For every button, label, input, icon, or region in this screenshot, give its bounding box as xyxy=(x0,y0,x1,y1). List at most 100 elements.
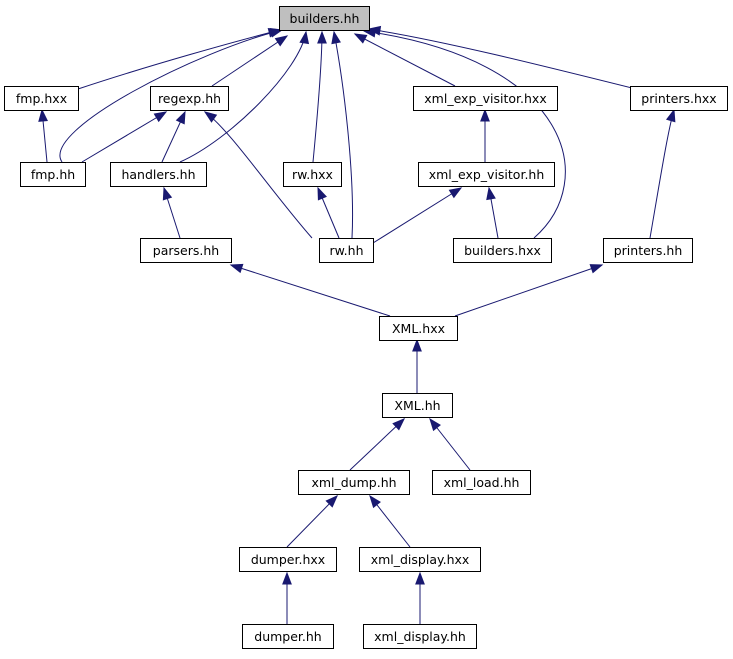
node-builders-hxx[interactable]: builders.hxx xyxy=(453,238,552,263)
node-box xyxy=(359,547,481,572)
edge-xml_exp_visitor_hxx-to-builders_hh xyxy=(353,33,456,87)
node-handlers-hh[interactable]: handlers.hh xyxy=(110,162,207,187)
node-xml-hxx[interactable]: XML.hxx xyxy=(379,316,458,341)
node-rw-hh[interactable]: rw.hh xyxy=(319,238,374,263)
node-dumper-hxx[interactable]: dumper.hxx xyxy=(239,547,337,572)
node-builders-hh[interactable]: builders.hh xyxy=(279,6,370,31)
arrowhead xyxy=(589,264,604,274)
edge-rw_hh-to-rw_hxx xyxy=(317,186,340,239)
node-xml-display-hh[interactable]: xml_display.hh xyxy=(363,624,477,649)
node-xml-dump-hh[interactable]: xml_dump.hh xyxy=(298,470,410,495)
arrowhead xyxy=(353,33,368,44)
edge-xml_dump_hh-to-XML_hh xyxy=(349,418,406,471)
node-xml-exp-visitor-hxx[interactable]: xml_exp_visitor.hxx xyxy=(413,86,558,111)
edge-fmp_hh-to-fmp_hxx xyxy=(38,108,48,163)
arrowhead xyxy=(369,494,381,509)
node-xml-display-hxx[interactable]: xml_display.hxx xyxy=(359,547,481,572)
node-fmp-hxx[interactable]: fmp.hxx xyxy=(4,86,79,111)
node-box xyxy=(239,547,337,572)
edge-XML_hxx-to-printers_hh xyxy=(454,264,604,317)
edge-line xyxy=(372,187,462,244)
arrowhead xyxy=(448,187,463,199)
node-label: dumper.hh xyxy=(254,629,321,644)
edge-XML_hh-to-XML_hxx xyxy=(412,338,422,393)
node-fmp-hh[interactable]: fmp.hh xyxy=(20,162,86,187)
node-label: xml_display.hh xyxy=(374,629,466,644)
node-dumper-hh[interactable]: dumper.hh xyxy=(242,624,334,649)
node-box xyxy=(283,162,342,187)
edge-xml_load_hh-to-XML_hh xyxy=(429,417,471,471)
node-label: handlers.hh xyxy=(121,167,195,182)
edge-line xyxy=(230,264,391,317)
edge-handlers_hh-to-regexp_hh xyxy=(161,110,186,163)
arrowhead xyxy=(175,110,186,125)
edge-rw_hh-to-xml_exp_visitor_hh xyxy=(372,187,463,244)
node-box xyxy=(413,86,558,111)
node-label: XML.hh xyxy=(394,398,440,413)
arrowhead xyxy=(325,494,338,508)
node-xml-exp-visitor-hh[interactable]: xml_exp_visitor.hh xyxy=(418,162,555,187)
node-xml-load-hh[interactable]: xml_load.hh xyxy=(432,470,531,495)
node-rw-hxx[interactable]: rw.hxx xyxy=(283,162,342,187)
node-xml-hh[interactable]: XML.hh xyxy=(382,393,453,418)
edge-line xyxy=(454,264,603,317)
node-label: printers.hh xyxy=(614,243,683,258)
arrowhead xyxy=(331,30,341,45)
arrowhead xyxy=(203,111,218,123)
node-label: builders.hh xyxy=(290,11,360,26)
node-box xyxy=(242,624,334,649)
node-box xyxy=(298,470,410,495)
node-box xyxy=(363,624,477,649)
node-box xyxy=(140,238,232,263)
node-box xyxy=(319,238,374,263)
edge-line xyxy=(649,109,675,239)
edge-line xyxy=(354,33,456,87)
arrowhead xyxy=(38,108,48,122)
edge-fmp_hh-to-regexp_hh xyxy=(81,111,168,163)
edge-printers_hh-to-printers_hxx xyxy=(649,108,676,239)
edge-XML_hxx-to-parsers_hh xyxy=(229,263,391,317)
edge-line xyxy=(77,29,281,90)
edge-dumper_hxx-to-xml_dump_hh xyxy=(286,494,338,548)
arrowhead xyxy=(274,35,289,47)
arrowhead xyxy=(153,111,168,123)
arrowhead xyxy=(282,571,292,585)
node-box xyxy=(20,162,86,187)
node-label: xml_dump.hh xyxy=(311,475,396,490)
edge-fmp_hxx-to-builders_hh xyxy=(77,28,282,90)
arrowhead xyxy=(299,30,310,45)
edge-xml_exp_visitor_hh-to-xml_exp_visitor_hxx xyxy=(480,108,490,162)
node-label: parsers.hh xyxy=(153,243,219,258)
arrowhead xyxy=(480,108,490,122)
arrowhead xyxy=(665,108,676,123)
node-regexp-hh[interactable]: regexp.hh xyxy=(150,86,229,111)
node-label: rw.hxx xyxy=(292,167,333,182)
node-parsers-hh[interactable]: parsers.hh xyxy=(140,238,232,263)
edge-line xyxy=(81,111,167,163)
node-box xyxy=(382,393,453,418)
node-box xyxy=(4,86,79,111)
edge-line xyxy=(368,28,641,91)
node-label: XML.hxx xyxy=(392,321,445,336)
node-box xyxy=(110,162,207,187)
node-box xyxy=(379,316,458,341)
node-box xyxy=(603,238,693,263)
node-label: xml_load.hh xyxy=(444,475,520,490)
node-printers-hh[interactable]: printers.hh xyxy=(603,238,693,263)
arrowhead xyxy=(367,25,382,36)
edge-line xyxy=(179,31,307,163)
node-box xyxy=(279,6,370,31)
edge-line xyxy=(349,418,405,471)
edge-line xyxy=(211,35,288,87)
node-label: builders.hxx xyxy=(464,243,541,258)
node-label: xml_exp_visitor.hxx xyxy=(424,91,546,106)
node-label: rw.hh xyxy=(329,243,363,258)
edge-rw_hh-to-builders_hh xyxy=(331,30,354,239)
node-box xyxy=(432,470,531,495)
edge-parsers_hh-to-handlers_hh xyxy=(162,186,181,239)
node-box xyxy=(453,238,552,263)
edge-dumper_hh-to-dumper_hxx xyxy=(282,571,292,624)
arrowhead xyxy=(392,418,406,431)
node-printers-hxx[interactable]: printers.hxx xyxy=(630,86,728,111)
